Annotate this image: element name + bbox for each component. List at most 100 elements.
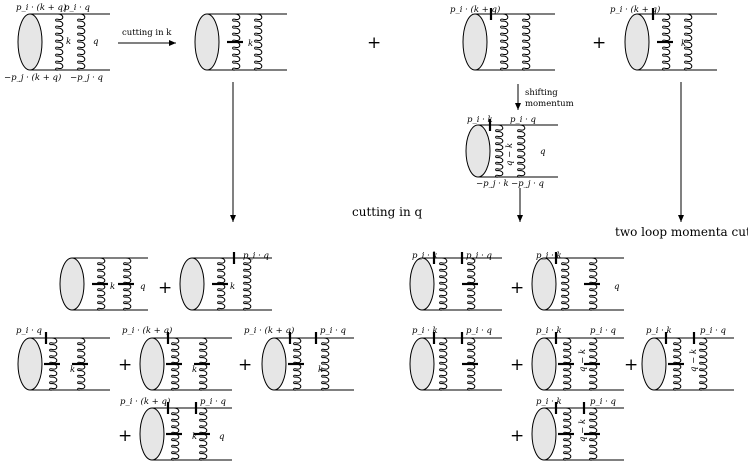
- feynman-diagram: [624, 8, 717, 71]
- label-bl-r3-q: q: [219, 432, 225, 442]
- blob: [409, 337, 435, 391]
- label-br-r2c-piq: p_i · q: [700, 326, 727, 336]
- label-br-r1b-pik: p_i · k: [536, 251, 562, 261]
- label-bl-r2c-piq: p_i · q: [320, 326, 347, 336]
- plus-bl-r2-2: +: [238, 355, 252, 375]
- feynman-diagram: [17, 13, 110, 71]
- label-br-r1a-piq: p_i · q: [466, 251, 493, 261]
- label-br-r2b-pik: p_i · k: [536, 326, 562, 336]
- blob: [531, 407, 557, 461]
- plus-br-r1: +: [510, 278, 524, 298]
- gluon-line: [321, 337, 330, 391]
- label-bl-r2b-pikq: p_i · (k + q): [122, 325, 172, 336]
- label-bl-r3-pikq: p_i · (k + q): [120, 396, 170, 407]
- feynman-diagram: [139, 402, 232, 461]
- gluon-line: [684, 13, 693, 71]
- blob: [139, 337, 165, 391]
- plus-br-r2-1: +: [510, 355, 524, 375]
- feynman-diagram: [59, 257, 148, 311]
- label-br-r3-piq: p_i · q: [590, 397, 617, 407]
- feynman-diagram: [641, 332, 734, 391]
- label-bl-r2b-k: k: [192, 365, 197, 375]
- blob: [641, 337, 667, 391]
- label-br-r1a-pik: p_i · k: [412, 251, 438, 261]
- feynman-diagram: [194, 13, 287, 71]
- feynman-diagram: [462, 8, 555, 71]
- feynman-diagram: [531, 332, 624, 391]
- label-shifting: shifting: [525, 88, 558, 98]
- blob: [531, 337, 557, 391]
- feynman-diagram: [531, 402, 624, 461]
- label-two-loop-cut: two loop momenta cut: [615, 225, 748, 239]
- label-br-r2c-pik: p_i · k: [646, 326, 672, 336]
- plus-br-r2-2: +: [624, 355, 638, 375]
- blob: [531, 257, 557, 311]
- blob: [409, 257, 435, 311]
- labels: p_i · (k + q) p_i · q −p_j · (k + q) −p_…: [4, 2, 748, 446]
- label-br-r2b-piq: p_i · q: [590, 326, 617, 336]
- blob: [17, 337, 43, 391]
- label-bl-r1b-piq: p_i · q: [243, 251, 270, 261]
- label-shift-q: q: [540, 147, 546, 157]
- label-k-top-2: k: [248, 39, 253, 49]
- label-q-top-left: q: [93, 37, 99, 47]
- blob: [194, 13, 220, 71]
- label-br-r3-pik: p_i · k: [536, 397, 562, 407]
- label-bl-r2c-pikq: p_i · (k + q): [244, 325, 294, 336]
- plus-bl-r1: +: [158, 278, 172, 298]
- label-bl-r3-piq: p_i · q: [200, 397, 227, 407]
- label-br-r2c-qmk: q − k: [689, 349, 699, 372]
- label-top-left-lower-2: −p_j · q: [70, 73, 104, 83]
- gluon-line: [522, 13, 531, 71]
- label-shift-pik: p_i · k: [467, 115, 493, 125]
- plus-br-r3: +: [510, 426, 524, 446]
- label-top-left-upper-1: p_i · (k + q): [16, 2, 66, 13]
- gluon-line: [517, 124, 526, 178]
- blob: [179, 257, 205, 311]
- label-k-top-left: k: [66, 37, 71, 47]
- plus-top-1: +: [367, 33, 381, 53]
- feynman-diagram: [409, 252, 502, 311]
- label-bl-r2a-piq: p_i · q: [16, 326, 43, 336]
- gluon-line: [495, 124, 504, 178]
- label-bl-r3-k: k: [192, 432, 197, 442]
- label-br-r2a-piq: p_i · q: [466, 326, 493, 336]
- blob: [462, 13, 488, 71]
- plus-bl-r3: +: [118, 426, 132, 446]
- label-shift-qmk: q − k: [505, 143, 515, 166]
- label-br-r3-qmk: q − k: [578, 419, 588, 442]
- label-bl-r1-q: q: [140, 282, 146, 292]
- blob: [261, 337, 287, 391]
- gluon-line: [439, 257, 448, 311]
- gluon-line: [439, 337, 448, 391]
- blob: [465, 124, 491, 178]
- label-top-left-lower-1: −p_j · (k + q): [4, 72, 61, 83]
- diagrams: [17, 8, 734, 461]
- label-top3-upper: p_i · (k + q): [450, 4, 500, 15]
- gluon-line: [55, 13, 64, 71]
- label-bl-r1b-k: k: [230, 282, 235, 292]
- blob: [624, 13, 650, 71]
- blob: [139, 407, 165, 461]
- plus-top-2: +: [592, 33, 606, 53]
- feynman-diagram: [261, 332, 354, 391]
- gluon-line: [243, 257, 252, 311]
- gluon-line: [699, 337, 708, 391]
- label-k-top-4: k: [681, 39, 686, 49]
- label-top-left-upper-2: p_i · q: [64, 3, 91, 13]
- feynman-diagram: [17, 332, 110, 391]
- label-br-r1b-q: q: [614, 282, 620, 292]
- gluon-line: [500, 13, 509, 71]
- label-cutting-in-k: cutting in k: [122, 28, 172, 38]
- feynman-diagram: [465, 119, 558, 178]
- feynman-diagram: [409, 332, 502, 391]
- label-shift-piq: p_i · q: [510, 115, 537, 125]
- label-shift-mpjk: −p_j · k: [476, 179, 509, 189]
- label-top4-upper: p_i · (k + q): [610, 4, 660, 15]
- label-cutting-in-q: cutting in q: [352, 205, 423, 219]
- label-bl-r2a-k: k: [70, 365, 75, 375]
- arrows: [118, 40, 684, 222]
- blob: [59, 257, 85, 311]
- feynman-diagram: [531, 252, 624, 311]
